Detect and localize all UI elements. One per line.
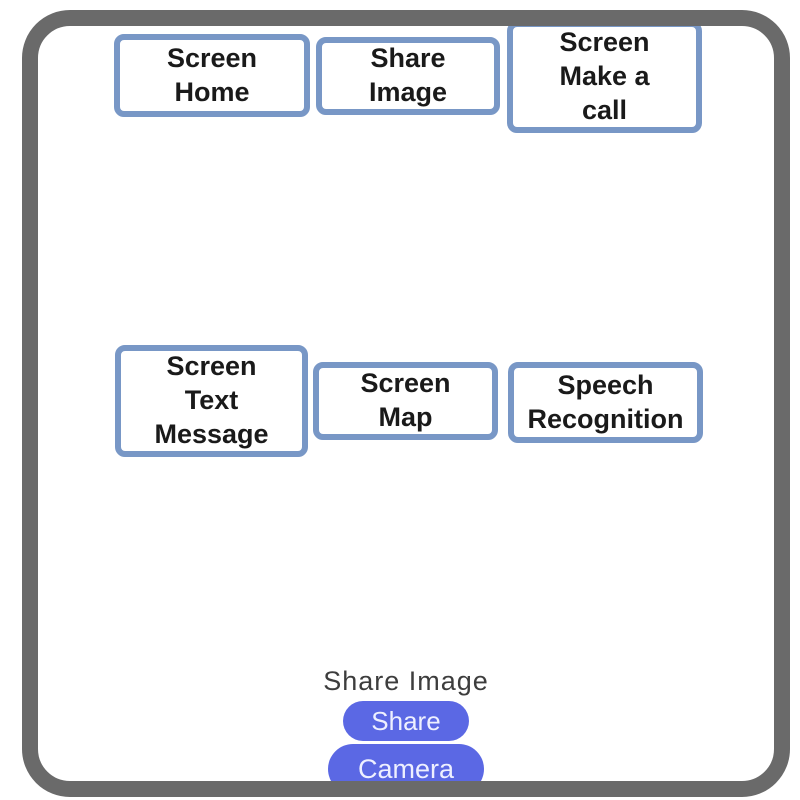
share-image-screen-button[interactable]: Share Image: [316, 37, 500, 115]
speech-recognition-button[interactable]: Speech Recognition: [508, 362, 703, 443]
screen-home-button[interactable]: Screen Home: [114, 34, 310, 117]
screen-make-a-call-button[interactable]: Screen Make a call: [507, 26, 702, 133]
share-image-section: Share Image Share Camera: [38, 666, 774, 781]
camera-button[interactable]: Camera: [327, 744, 485, 781]
share-image-section-title: Share Image: [323, 666, 489, 696]
phone-frame: Screen Home Share Image Screen Make a ca…: [22, 10, 790, 797]
share-button[interactable]: Share: [343, 701, 469, 741]
screen-text-message-button[interactable]: Screen Text Message: [115, 345, 308, 457]
screen-map-button[interactable]: Screen Map: [313, 362, 498, 440]
